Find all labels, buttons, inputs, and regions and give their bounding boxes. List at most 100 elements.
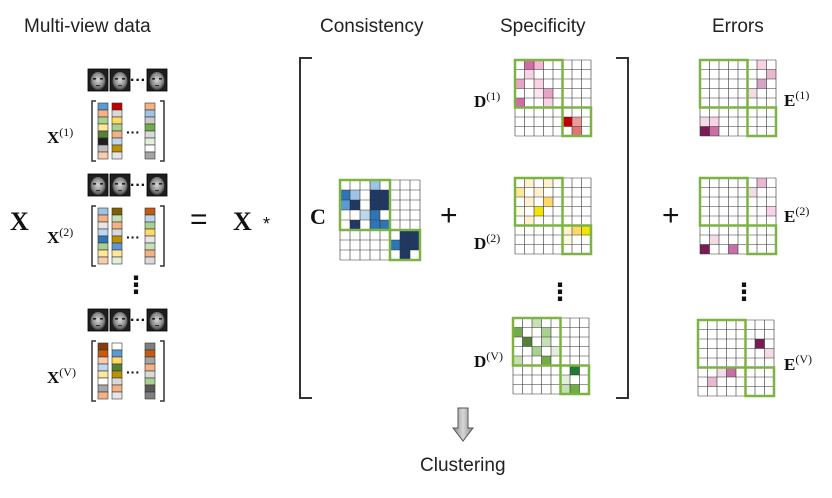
- consistency-matrix-c: [338, 178, 422, 262]
- grid-filled-cell: [534, 206, 544, 216]
- view-bracket-right: [160, 100, 165, 162]
- d-labels: D(1) D(2) D(V): [474, 89, 503, 371]
- grid-filled-cell: [380, 220, 390, 230]
- face-thumbnail-1-b: [109, 173, 131, 197]
- view-vector-column: [144, 207, 156, 265]
- matrix-grids: [338, 58, 778, 398]
- e-label-v: E(V): [784, 352, 812, 374]
- vector-cell: [144, 207, 156, 216]
- vector-cell: [97, 342, 109, 351]
- down-arrow: [451, 407, 475, 442]
- grid-filled-cell: [541, 337, 551, 347]
- d-label-2: D(2): [474, 231, 500, 253]
- vector-cell: [97, 151, 109, 160]
- view-data-vectors: ·········: [91, 100, 165, 402]
- left-big-bracket: [299, 57, 312, 399]
- grid-filled-cell: [572, 117, 582, 127]
- grid-filled-cell: [350, 220, 360, 230]
- grid-filled-cell: [543, 197, 553, 207]
- vector-cell: [144, 235, 156, 244]
- vector-cell: [111, 130, 123, 139]
- grid-filled-cell: [522, 337, 532, 347]
- grid-filled-cell: [755, 339, 765, 349]
- vector-cell: [111, 221, 123, 230]
- symbol-plus-1: +: [440, 199, 458, 232]
- vector-cell: [111, 249, 123, 258]
- vector-cell: [144, 349, 156, 358]
- block-border-1: [744, 366, 776, 398]
- symbol-star: *: [263, 214, 270, 234]
- vector-cell: [111, 384, 123, 393]
- view-vector-column: [111, 207, 123, 265]
- vector-cell: [97, 356, 109, 365]
- block-border-0: [698, 176, 749, 227]
- grid-filled-cell: [524, 197, 534, 207]
- vector-cell: [97, 207, 109, 216]
- view-label-2: X(2): [47, 225, 73, 247]
- face-thumbnails: ·········: [87, 68, 168, 332]
- grid-filled-cell: [370, 180, 380, 190]
- grid-filled-cell: [534, 79, 544, 89]
- grid-filled-cell: [766, 69, 776, 79]
- grid-filled-cell: [717, 367, 727, 377]
- view-vector-column: [97, 207, 109, 265]
- face-thumbnail-0-c: [146, 68, 168, 92]
- view-matrix-3: ···: [91, 340, 165, 402]
- grid-filled-cell: [410, 230, 420, 240]
- vector-cell: [111, 256, 123, 265]
- grid-filled-cell: [515, 79, 525, 89]
- vector-cell: [97, 391, 109, 400]
- view-label-1: X(1): [47, 125, 73, 147]
- block-border-0: [338, 178, 392, 232]
- grid-filled-cell: [560, 375, 570, 385]
- view-bracket-left: [91, 205, 96, 267]
- vector-cell: [111, 363, 123, 372]
- grid-filled-cell: [532, 318, 542, 328]
- vector-cell: [144, 109, 156, 118]
- grid-filled-cell: [747, 88, 757, 98]
- vector-cell: [97, 228, 109, 237]
- grid-filled-cell: [370, 200, 380, 210]
- grid-filled-cell: [524, 216, 534, 226]
- grid-filled-cell: [700, 126, 710, 136]
- grid-filled-cell: [747, 187, 757, 197]
- grid-filled-cell: [572, 126, 582, 136]
- vector-cell: [144, 249, 156, 258]
- grid-filled-cell: [513, 356, 523, 366]
- grid-filled-cell: [340, 200, 350, 210]
- grid-filled-cell: [562, 117, 572, 127]
- grid-filled-cell: [700, 117, 710, 127]
- vector-cell: [144, 102, 156, 111]
- grid-filled-cell: [380, 200, 390, 210]
- grid-filled-cell: [370, 210, 380, 220]
- vector-dots: ···: [126, 364, 140, 380]
- grid-filled-cell: [340, 190, 350, 200]
- heading-clustering: Clustering: [420, 455, 506, 476]
- vector-cell: [97, 384, 109, 393]
- block-border-1: [561, 106, 593, 138]
- vector-cell: [97, 137, 109, 146]
- grid-filled-cell: [543, 88, 553, 98]
- vector-cell: [111, 214, 123, 223]
- vector-cell: [111, 391, 123, 400]
- specificity-matrix-d2: [513, 176, 593, 256]
- view-label-v: X(V): [47, 365, 76, 387]
- vector-cell: [144, 228, 156, 237]
- block-border-1: [388, 228, 422, 262]
- face-thumbnail-1-a: [87, 173, 109, 197]
- vector-cell: [111, 137, 123, 146]
- vector-cell: [144, 151, 156, 160]
- vector-cell: [97, 130, 109, 139]
- grid-filled-cell: [515, 98, 525, 108]
- grid-filled-cell: [543, 98, 553, 108]
- block-border-0: [513, 176, 564, 227]
- grid-filled-cell: [541, 356, 551, 366]
- d-label-1: D(1): [474, 89, 500, 111]
- grid-filled-cell: [766, 206, 776, 216]
- block-border-1: [746, 224, 778, 256]
- block-border-1: [746, 106, 778, 138]
- grid-filled-cell: [543, 178, 553, 188]
- grid-filled-cell: [560, 384, 570, 394]
- grid-filled-cell: [757, 60, 767, 70]
- vector-cell: [97, 221, 109, 230]
